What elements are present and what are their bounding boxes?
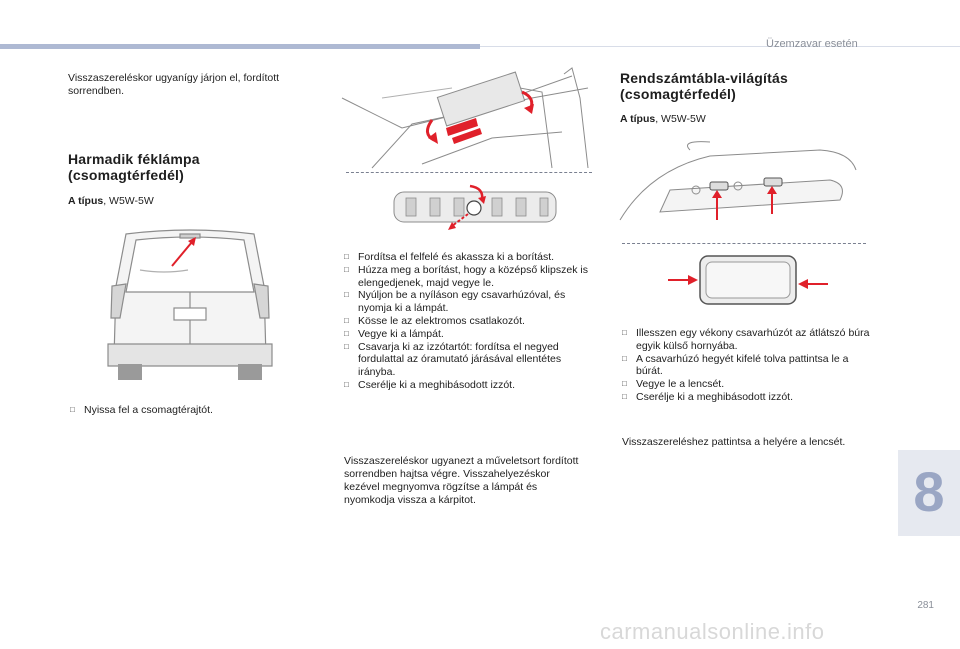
col1-heading-line1: Harmadik féklámpa <box>68 151 200 167</box>
col1-intro: Visszaszereléskor ugyanígy járjon el, fo… <box>68 72 280 97</box>
dashed-separator <box>622 243 866 245</box>
col2-outro: Visszaszereléskor ugyanezt a műveletsort… <box>344 455 579 506</box>
stop-lamp-illustration <box>393 184 557 230</box>
dashed-separator <box>346 172 592 174</box>
col3-steps: Illesszen egy vékony csavarhúzót az átlá… <box>622 327 876 404</box>
section-title: Üzemzavar esetén <box>766 38 858 50</box>
col3-type-line: A típus, W5W-5W <box>620 113 706 125</box>
col3-heading-line1: Rendszámtábla-világítás <box>620 70 788 86</box>
col1-type-label: A típus <box>68 195 104 207</box>
col1-heading: Harmadik féklámpa (csomagtérfedél) <box>68 151 318 183</box>
col3-heading: Rendszámtábla-világítás (csomagtérfedél) <box>620 70 870 102</box>
col1-type-value: , W5W-5W <box>103 195 154 207</box>
list-item: A csavarhúzó hegyét kifelé tolva pattint… <box>622 353 876 379</box>
col1-heading-line2: (csomagtérfedél) <box>68 167 185 183</box>
plate-lamp-location-illustration <box>619 141 857 221</box>
col2-steps: Fordítsa el felfelé és akassza ki a borí… <box>344 251 598 392</box>
col3-heading-line2: (csomagtérfedél) <box>620 86 737 102</box>
tailgate-cover-illustration <box>341 67 589 169</box>
list-item: Kösse le az elektromos csatlakozót. <box>344 315 598 328</box>
van-rear-illustration <box>107 229 273 380</box>
list-item: Csavarja ki az izzótartót: fordítsa el n… <box>344 341 598 379</box>
col1-type-line: A típus, W5W-5W <box>68 195 154 207</box>
list-item: Cserélje ki a meghibásodott izzót. <box>622 391 876 404</box>
chapter-number: 8 <box>913 460 945 523</box>
header-rule <box>480 46 960 47</box>
list-item: Nyúljon be a nyíláson egy csavarhúzóval,… <box>344 289 598 315</box>
chapter-tab <box>898 450 960 536</box>
header-accent-bar <box>0 44 480 49</box>
col3-type-value: , W5W-5W <box>655 113 706 125</box>
watermark: carmanualsonline.info <box>600 619 825 644</box>
list-item: Nyissa fel a csomagtérajtót. <box>70 404 310 417</box>
page-number: 281 <box>917 600 934 611</box>
list-item: Cserélje ki a meghibásodott izzót. <box>344 379 598 392</box>
plate-lamp-lens-illustration <box>668 255 828 305</box>
list-item: Húzza meg a borítást, hogy a középső kli… <box>344 264 598 290</box>
list-item: Vegye le a lencsét. <box>622 378 876 391</box>
col1-steps: Nyissa fel a csomagtérajtót. <box>70 404 310 417</box>
list-item: Vegye ki a lámpát. <box>344 328 598 341</box>
col3-outro: Visszaszereléshez pattintsa a helyére a … <box>622 436 846 448</box>
list-item: Illesszen egy vékony csavarhúzót az átlá… <box>622 327 876 353</box>
col3-type-label: A típus <box>620 113 656 125</box>
list-item: Fordítsa el felfelé és akassza ki a borí… <box>344 251 598 264</box>
